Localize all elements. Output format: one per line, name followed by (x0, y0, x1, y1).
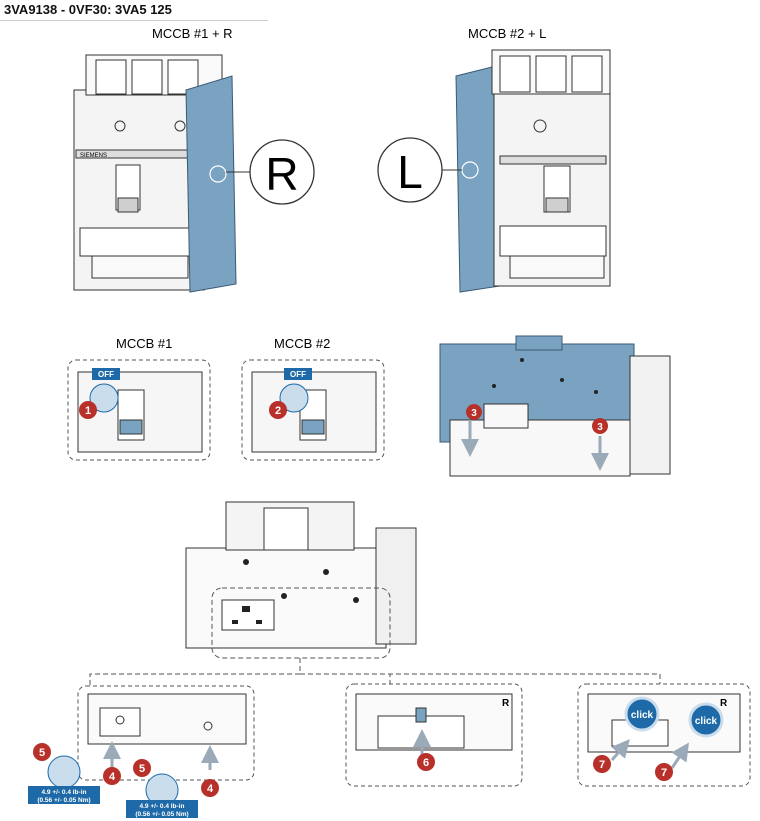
click-badge-2 (688, 702, 724, 738)
torque-line2-a: (0.56 +/- 0.05 Nm) (37, 797, 90, 804)
step-number-7a: 7 (599, 759, 605, 771)
side-letter-l-circle (377, 137, 443, 203)
step-marker-5b (133, 759, 151, 777)
step-marker-2 (269, 401, 287, 419)
step-number-4b: 4 (207, 783, 214, 795)
step-marker-7a (593, 755, 611, 773)
click-badge-1 (624, 696, 660, 732)
torque-badge-2 (126, 800, 198, 818)
step-marker-4a (103, 767, 121, 785)
off-switch-icon-1 (89, 383, 119, 413)
assembled-unit (185, 501, 417, 649)
screw-mount-detail (87, 693, 247, 745)
off-badge-1 (92, 368, 120, 380)
torque-badge-1 (28, 786, 100, 804)
step-marker-3a (466, 404, 482, 420)
click-label-2: click (695, 716, 718, 727)
side-mark-r-small: R (502, 698, 510, 709)
step-number-5b: 5 (139, 763, 145, 775)
torque-line2-b: (0.56 +/- 0.05 Nm) (135, 811, 188, 818)
step-number-3a: 3 (471, 408, 477, 419)
step-number-6: 6 (423, 757, 429, 769)
bracket-insert-detail: R (355, 693, 513, 751)
step-number-4a: 4 (109, 771, 116, 783)
step-marker-7b (655, 763, 673, 781)
side-panel-r (185, 75, 237, 293)
off-label-1: OFF (98, 370, 114, 379)
bracket-detail (221, 599, 275, 631)
caption-mccb1-r: MCCB #1 + R (152, 26, 233, 41)
side-letter-l: L (397, 146, 423, 198)
step-marker-5a (33, 743, 51, 761)
torque-line1-b: 4.9 +/- 0.4 lb-in (140, 803, 185, 810)
brand-label: SIEMENS (80, 153, 107, 159)
step-number-7b: 7 (661, 767, 667, 779)
caption-mccb2-l: MCCB #2 + L (468, 26, 546, 41)
side-panel-l (455, 65, 501, 293)
click-label-1: click (631, 710, 654, 721)
side-letter-r: R (265, 148, 298, 200)
side-letter-r-circle (249, 139, 315, 205)
screwdriver-icon-1 (47, 755, 81, 789)
torque-line1-a: 4.9 +/- 0.4 lb-in (42, 789, 87, 796)
side-mark-r-click: R (720, 698, 728, 709)
page-title: 3VA9138 - 0VF30: 3VA5 125 (4, 2, 172, 17)
caption-mccb1: MCCB #1 (116, 336, 172, 351)
step-marker-6 (417, 753, 435, 771)
caption-mccb2: MCCB #2 (274, 336, 330, 351)
off-badge-2 (284, 368, 312, 380)
step-number-3b: 3 (597, 422, 603, 433)
step-marker-3b (592, 418, 608, 434)
off-label-2: OFF (290, 370, 306, 379)
step-number-1: 1 (85, 405, 91, 417)
off-switch-icon-2 (279, 383, 309, 413)
step-marker-4b (201, 779, 219, 797)
step-number-2: 2 (275, 405, 281, 417)
mccb2-breaker (491, 49, 611, 287)
title-divider (0, 20, 268, 21)
step-number-5a: 5 (39, 747, 45, 759)
connector-left (89, 658, 301, 690)
mccb1-handle-detail (77, 371, 203, 453)
step-marker-1 (79, 401, 97, 419)
mccb1-breaker: SIEMENS (73, 54, 223, 291)
